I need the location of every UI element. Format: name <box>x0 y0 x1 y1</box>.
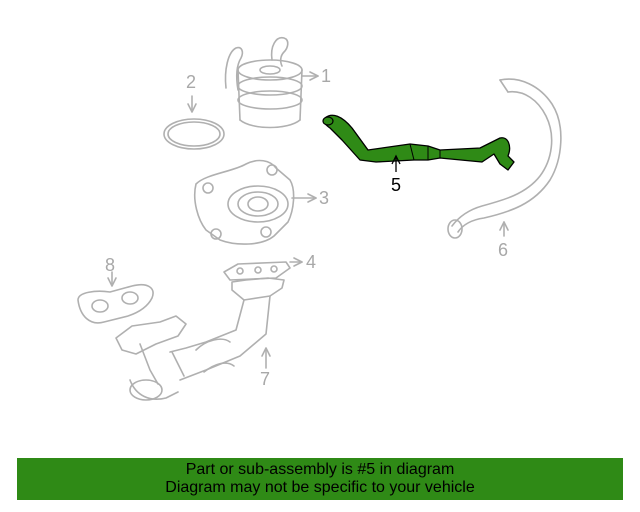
cooler-housing-part-3[interactable] <box>193 159 317 245</box>
callout-5: 5 <box>391 175 402 195</box>
callout-8: 8 <box>105 255 116 275</box>
info-banner: Part or sub-assembly is #5 in diagram Di… <box>17 458 623 500</box>
gasket-part-4[interactable] <box>223 257 303 281</box>
callout-1: 1 <box>321 66 332 86</box>
callout-3: 3 <box>319 188 330 208</box>
callout-2: 2 <box>186 72 197 92</box>
callout-6: 6 <box>498 240 509 260</box>
hose-part-6[interactable] <box>447 78 562 239</box>
callout-4: 4 <box>306 252 317 272</box>
banner-line-1: Part or sub-assembly is #5 in diagram <box>185 461 455 478</box>
banner-line-2: Diagram may not be specific to your vehi… <box>165 479 475 496</box>
callout-7: 7 <box>260 369 271 389</box>
exhaust-pipe-part-7[interactable] <box>115 277 285 401</box>
flange-gasket-part-8[interactable] <box>77 271 154 324</box>
o-ring-part-2[interactable] <box>163 95 225 150</box>
water-hose-part-5-highlighted[interactable] <box>322 114 515 172</box>
oil-cooler-part-1[interactable] <box>224 36 319 129</box>
